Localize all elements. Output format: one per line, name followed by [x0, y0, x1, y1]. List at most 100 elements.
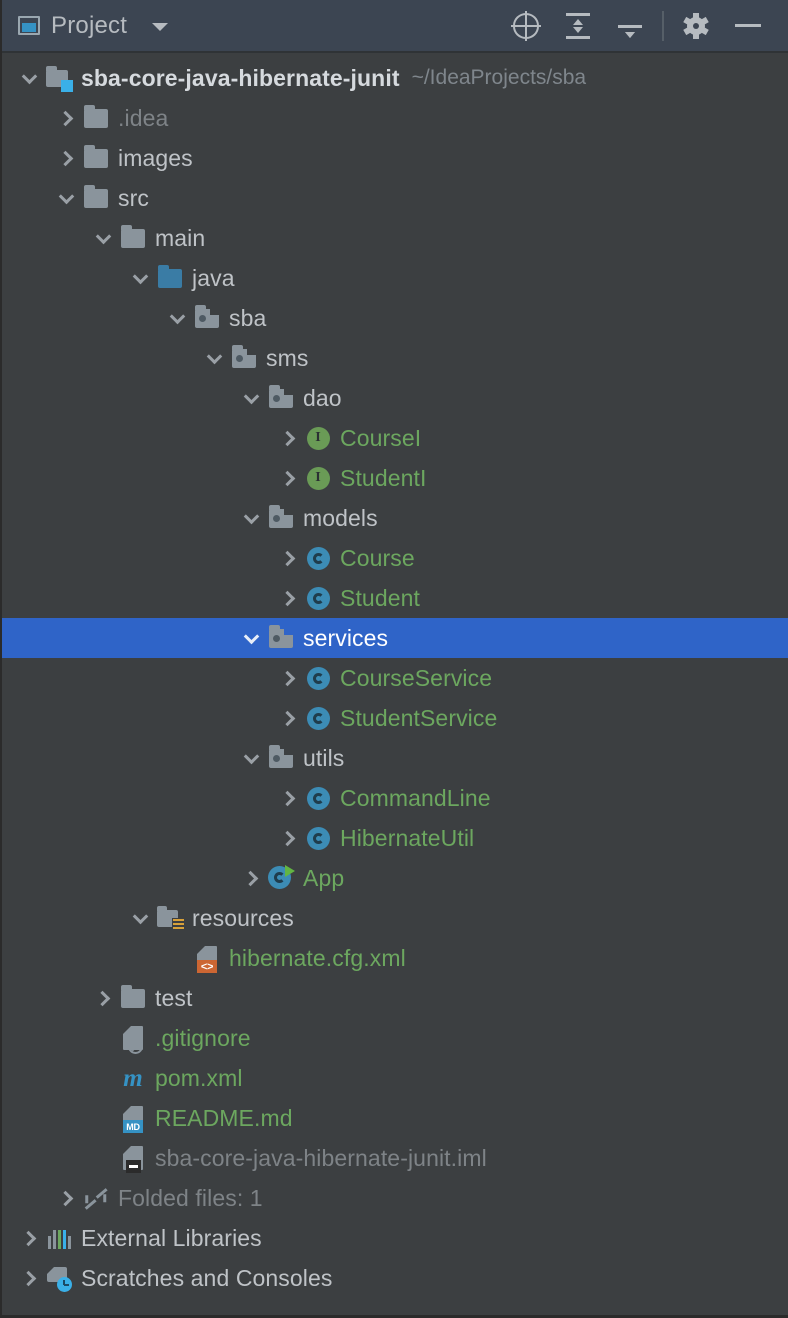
tree-row[interactable]: <>hibernate.cfg.xml — [2, 938, 788, 978]
expand-toggle-down[interactable] — [236, 508, 266, 524]
node-icon — [303, 666, 333, 690]
expand-toggle-down[interactable] — [199, 348, 229, 364]
tree-row[interactable]: m pom.xml — [2, 1058, 788, 1098]
tree-row[interactable]: Student — [2, 578, 788, 618]
tree-row[interactable]: java — [2, 258, 788, 298]
expand-toggle-down[interactable] — [162, 308, 192, 324]
expand-toggle-right[interactable] — [14, 1230, 44, 1246]
expand-toggle-right[interactable] — [236, 870, 266, 886]
tree-row[interactable]: resources — [2, 898, 788, 938]
expand-toggle-right[interactable] — [88, 990, 118, 1006]
tree-row[interactable]: CommandLine — [2, 778, 788, 818]
java-interface-icon: I — [306, 466, 330, 490]
settings-button[interactable] — [670, 6, 722, 46]
tree-row[interactable]: main — [2, 218, 788, 258]
expand-toggle-down[interactable] — [236, 748, 266, 764]
expand-toggle-right[interactable] — [273, 710, 303, 726]
node-icon — [229, 344, 259, 368]
node-icon: I — [303, 426, 333, 450]
package-icon — [269, 504, 293, 528]
package-icon — [269, 384, 293, 408]
tree-row[interactable]: sba-core-java-hibernate-junit.iml — [2, 1138, 788, 1178]
expand-toggle-down[interactable] — [51, 188, 81, 204]
project-tree[interactable]: sba-core-java-hibernate-junit ~/IdeaProje… — [2, 53, 788, 1298]
tree-row[interactable]: src — [2, 178, 788, 218]
expand-toggle-right[interactable] — [273, 670, 303, 686]
tree-row[interactable]: utils — [2, 738, 788, 778]
tree-row[interactable]: HibernateUtil — [2, 818, 788, 858]
expand-toggle-right[interactable] — [51, 150, 81, 166]
expand-toggle-right[interactable] — [273, 830, 303, 846]
tree-row[interactable]: test — [2, 978, 788, 1018]
java-class-icon — [306, 586, 330, 610]
java-class-icon — [306, 786, 330, 810]
expand-toggle-down[interactable] — [236, 388, 266, 404]
tree-node-label: dao — [303, 384, 342, 411]
tree-row[interactable]: StudentService — [2, 698, 788, 738]
iml-file-icon — [123, 1146, 143, 1173]
tree-row[interactable]: models — [2, 498, 788, 538]
tree-node-label: services — [303, 624, 389, 651]
expand-toggle-down[interactable] — [125, 268, 155, 284]
project-window-icon — [18, 16, 40, 35]
tree-row[interactable]: services — [2, 618, 788, 658]
hide-button[interactable] — [722, 6, 774, 46]
folded-files-icon — [84, 1187, 108, 1210]
minimize-icon — [735, 24, 761, 27]
tree-row[interactable]: sba — [2, 298, 788, 338]
tree-node-label: HibernateUtil — [340, 824, 475, 851]
node-icon — [303, 586, 333, 610]
expand-toggle-right[interactable] — [273, 590, 303, 606]
tree-row[interactable]: App — [2, 858, 788, 898]
expand-toggle-right[interactable] — [273, 550, 303, 566]
chevron-right-icon — [242, 870, 258, 886]
tree-row[interactable]: dao — [2, 378, 788, 418]
xml-file-icon: <> — [197, 946, 217, 973]
tree-row[interactable]: .idea — [2, 98, 788, 138]
scratches-icon — [46, 1266, 72, 1292]
expand-toggle-right[interactable] — [51, 1190, 81, 1206]
select-opened-file-button[interactable] — [500, 6, 552, 46]
chevron-right-icon — [279, 670, 295, 686]
tree-node-label: sba — [229, 304, 267, 331]
gear-icon — [683, 12, 709, 39]
tree-row[interactable]: Course — [2, 538, 788, 578]
project-view-selector[interactable]: Project — [18, 12, 169, 40]
tree-row[interactable]: sba-core-java-hibernate-junit ~/IdeaProje… — [2, 58, 788, 98]
expand-toggle-right[interactable] — [273, 470, 303, 486]
expand-all-button[interactable] — [552, 6, 604, 46]
tree-row[interactable]: CourseService — [2, 658, 788, 698]
node-icon — [118, 1026, 148, 1054]
expand-toggle-right[interactable] — [273, 790, 303, 806]
expand-toggle-down[interactable] — [125, 908, 155, 924]
expand-toggle-right[interactable] — [51, 110, 81, 126]
expand-toggle-down[interactable] — [236, 628, 266, 644]
tree-node-label: .gitignore — [155, 1024, 251, 1051]
tree-row[interactable]: External Libraries — [2, 1218, 788, 1258]
tree-row[interactable]: Folded files: 1 — [2, 1178, 788, 1218]
expand-toggle-right[interactable] — [14, 1270, 44, 1286]
node-icon — [118, 1146, 148, 1173]
chevron-down-icon[interactable] — [152, 23, 169, 31]
tree-node-label: pom.xml — [155, 1064, 243, 1091]
tree-row[interactable]: images — [2, 138, 788, 178]
tree-node-label: sba-core-java-hibernate-junit — [81, 64, 400, 91]
tree-row[interactable]: sms — [2, 338, 788, 378]
collapse-all-button[interactable] — [604, 6, 656, 46]
maven-file-icon: m — [123, 1064, 143, 1092]
tree-row[interactable]: Scratches and Consoles — [2, 1258, 788, 1298]
expand-toggle-right[interactable] — [273, 430, 303, 446]
expand-toggle-down[interactable] — [14, 68, 44, 84]
project-path-hint: ~/IdeaProjects/sba — [411, 66, 587, 89]
node-icon — [266, 865, 296, 890]
node-icon — [81, 1187, 111, 1210]
tree-node-label: resources — [192, 904, 294, 931]
folder-icon — [84, 104, 108, 128]
expand-toggle-down[interactable] — [88, 228, 118, 244]
tree-row[interactable]: .gitignore — [2, 1018, 788, 1058]
package-icon — [195, 304, 219, 328]
chevron-right-icon — [279, 710, 295, 726]
